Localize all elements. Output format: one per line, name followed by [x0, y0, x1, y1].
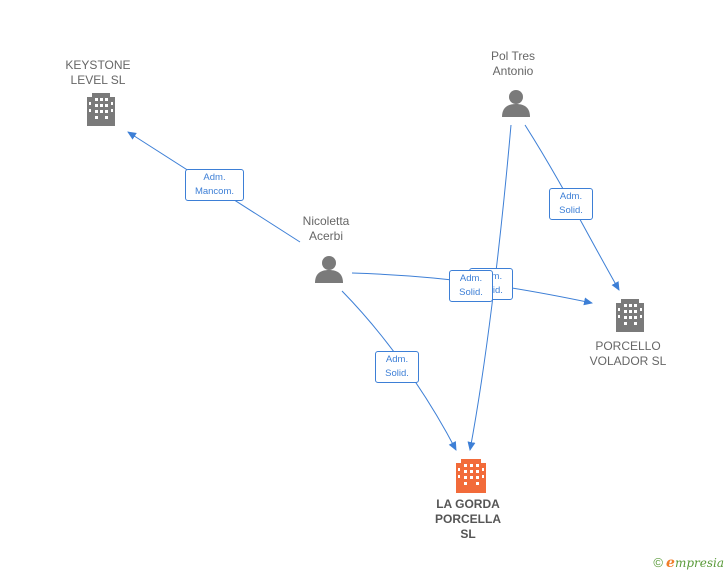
- edge-label-line: Adm.: [559, 191, 583, 202]
- label-line: Nicoletta: [302, 214, 350, 228]
- label-line: PORCELLA: [435, 512, 501, 526]
- label-line: SL: [460, 527, 476, 541]
- edge-label-pol-porcello[interactable]: Adm. Solid.: [549, 188, 593, 220]
- building-icon[interactable]: [87, 93, 115, 126]
- edge-label-line: Solid.: [459, 287, 483, 298]
- label-line: LA GORDA: [436, 497, 500, 511]
- edge-label-nicoletta-keystone[interactable]: Adm. Mancom.: [185, 169, 244, 201]
- building-icon[interactable]: [616, 299, 644, 332]
- brand-e: e: [666, 555, 675, 571]
- label-line: Antonio: [492, 64, 534, 78]
- edge-label-nicoletta-lagorda[interactable]: Adm. Solid.: [375, 351, 419, 383]
- edge-pol-lagorda: [467, 124, 512, 451]
- label-line: Pol Tres: [490, 49, 535, 63]
- node-label-porcello[interactable]: PORCELLO VOLADOR SL: [572, 339, 684, 369]
- node-label-nicoletta[interactable]: Nicoletta Acerbi: [276, 214, 376, 244]
- label-line: VOLADOR SL: [589, 354, 667, 368]
- edge-label-line: Adm.: [459, 273, 483, 284]
- person-icon[interactable]: [502, 90, 530, 117]
- node-label-pol-tres[interactable]: Pol Tres Antonio: [463, 49, 563, 79]
- label-line: LEVEL SL: [70, 73, 126, 87]
- person-icon[interactable]: [315, 256, 343, 283]
- edge-label-line: Solid.: [559, 205, 583, 216]
- edge-label-nicoletta-porcello[interactable]: Adm. Solid.: [449, 270, 493, 302]
- label-line: Acerbi: [308, 229, 343, 243]
- label-line: KEYSTONE: [65, 58, 131, 72]
- empresia-watermark: ©empresia: [653, 555, 724, 571]
- edge-label-line: Mancom.: [194, 186, 235, 197]
- node-label-keystone[interactable]: KEYSTONE LEVEL SL: [48, 58, 148, 88]
- label-line: PORCELLO: [595, 339, 661, 353]
- node-label-la-gorda[interactable]: LA GORDA PORCELLA SL: [418, 497, 518, 542]
- copyright-symbol: ©: [653, 555, 664, 570]
- building-icon[interactable]: [456, 459, 486, 493]
- brand-name: mpresia: [674, 556, 724, 570]
- edge-label-line: Adm.: [385, 354, 409, 365]
- edge-label-line: Adm.: [203, 172, 226, 183]
- edge-label-line: Solid.: [385, 368, 409, 379]
